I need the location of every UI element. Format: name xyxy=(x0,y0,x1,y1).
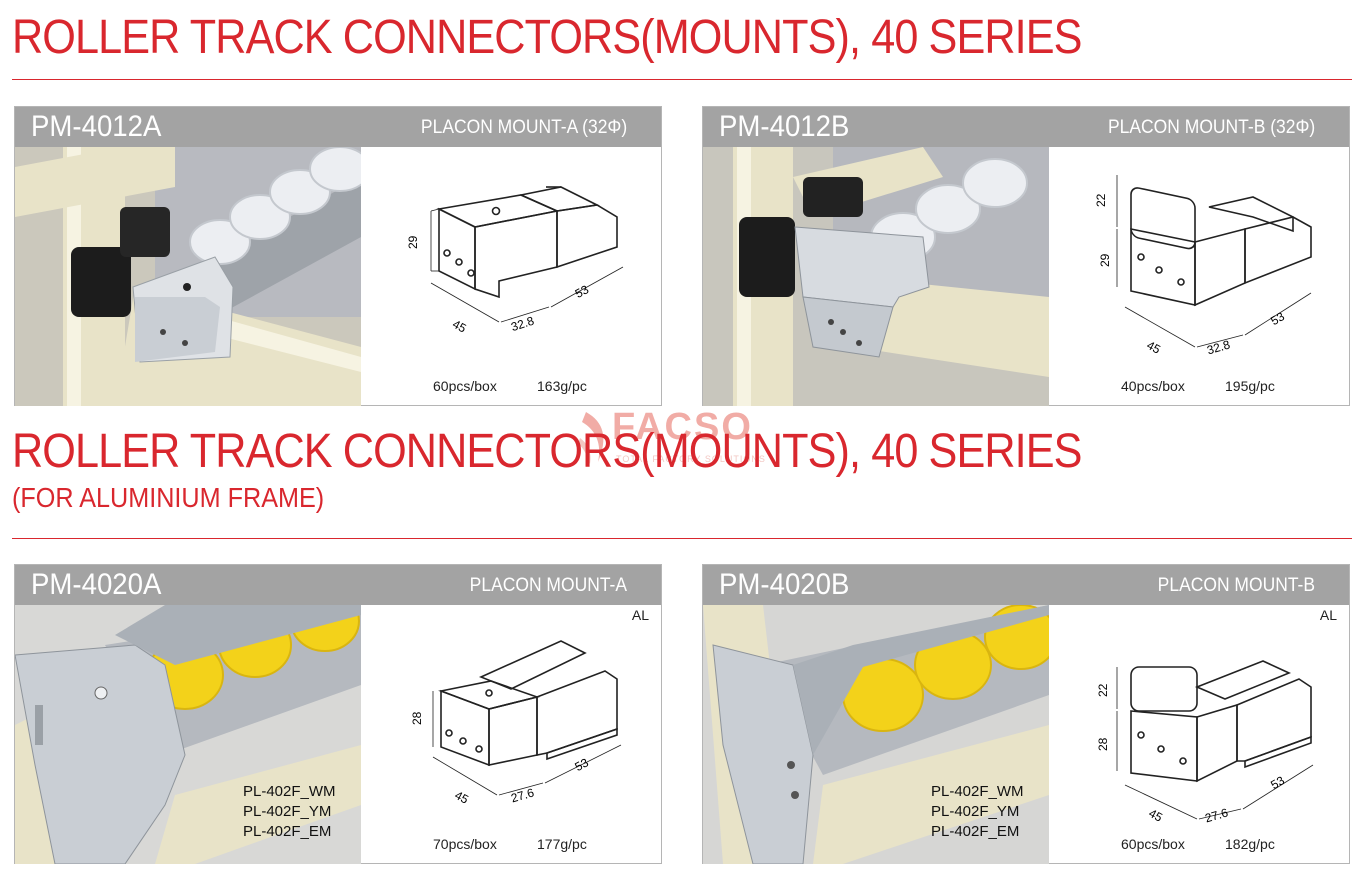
unit-weight: 177g/pc xyxy=(537,836,587,852)
compatible-part: PL-402F_YM xyxy=(931,803,1020,820)
product-photo xyxy=(703,605,1049,864)
dim-height: 29 xyxy=(1098,253,1112,267)
technical-drawing: 29 45 32.8 53 xyxy=(361,147,662,406)
section-divider xyxy=(12,538,1352,539)
product-name: PLACON MOUNT-B xyxy=(1157,575,1315,596)
product-code: PM-4020B xyxy=(719,568,850,601)
box-quantity: 60pcs/box xyxy=(433,378,497,394)
card-header: PM-4012B PLACON MOUNT-B (32Φ) xyxy=(703,107,1349,147)
dim-top: 22 xyxy=(1096,683,1110,697)
product-card-pm-4020a: PM-4020A PLACON MOUNT-A PL-402F_WM PL-40… xyxy=(14,564,662,864)
unit-weight: 182g/pc xyxy=(1225,836,1275,852)
box-quantity: 70pcs/box xyxy=(433,836,497,852)
compatible-parts-list: PL-402F_WM PL-402F_YM PL-402F_EM xyxy=(243,782,336,842)
technical-drawing: 22 28 45 27.6 53 xyxy=(1049,605,1350,864)
product-code: PM-4012B xyxy=(719,110,850,143)
product-name: PLACON MOUNT-A (32Φ) xyxy=(420,117,627,138)
compatible-parts-list: PL-402F_WM PL-402F_YM PL-402F_EM xyxy=(931,782,1024,842)
dim-length: 53 xyxy=(1268,309,1287,328)
compatible-part: PL-402F_WM xyxy=(931,783,1024,800)
dim-length: 53 xyxy=(572,755,591,774)
dim-mid: 27.6 xyxy=(1203,805,1230,825)
dim-width: 45 xyxy=(452,788,471,807)
box-quantity: 60pcs/box xyxy=(1121,836,1185,852)
dim-height: 28 xyxy=(410,711,424,725)
product-card-pm-4012a: PM-4012A PLACON MOUNT-A (32Φ) xyxy=(14,106,662,406)
material-label: AL xyxy=(1319,607,1337,623)
dim-length: 53 xyxy=(1268,773,1287,792)
technical-drawing: 22 29 45 32.8 53 xyxy=(1049,147,1350,406)
compatible-part: PL-402F_EM xyxy=(931,823,1020,840)
unit-weight: 195g/pc xyxy=(1225,378,1275,394)
box-quantity: 40pcs/box xyxy=(1121,378,1185,394)
card-header: PM-4020A PLACON MOUNT-A xyxy=(15,565,661,605)
dim-width: 45 xyxy=(450,317,469,336)
product-card-pm-4012b: PM-4012B PLACON MOUNT-B (32Φ) xyxy=(702,106,1350,406)
product-name: PLACON MOUNT-B (32Φ) xyxy=(1107,117,1315,138)
product-code: PM-4012A xyxy=(31,110,162,143)
compatible-part: PL-402F_WM xyxy=(243,783,336,800)
dim-mid: 27.6 xyxy=(509,785,536,805)
material-label: AL xyxy=(631,607,649,623)
product-code: PM-4020A xyxy=(31,568,162,601)
unit-weight: 163g/pc xyxy=(537,378,587,394)
product-photo xyxy=(15,605,361,864)
dim-width: 45 xyxy=(1146,806,1165,825)
card-header: PM-4020B PLACON MOUNT-B xyxy=(703,565,1349,605)
technical-drawing: 28 45 27.6 53 xyxy=(361,605,662,864)
dim-height: 28 xyxy=(1096,737,1110,751)
dim-height: 29 xyxy=(406,235,420,249)
dim-mid: 32.8 xyxy=(509,313,536,334)
dim-mid: 32.8 xyxy=(1205,337,1232,357)
section-title-steel: ROLLER TRACK CONNECTORS(MOUNTS), 40 SERI… xyxy=(12,11,1083,64)
compatible-part: PL-402F_EM xyxy=(243,823,332,840)
product-name: PLACON MOUNT-A xyxy=(469,575,627,596)
dim-length: 53 xyxy=(573,282,592,301)
section-title-aluminium: ROLLER TRACK CONNECTORS(MOUNTS), 40 SERI… xyxy=(12,425,1083,478)
dim-width: 45 xyxy=(1144,338,1163,357)
dim-top: 22 xyxy=(1094,193,1108,207)
compatible-part: PL-402F_YM xyxy=(243,803,332,820)
product-card-pm-4020b: PM-4020B PLACON MOUNT-B PL-402F_WM PL-40… xyxy=(702,564,1350,864)
section-divider xyxy=(12,79,1352,80)
product-photo xyxy=(15,147,361,406)
card-header: PM-4012A PLACON MOUNT-A (32Φ) xyxy=(15,107,661,147)
section-subtitle: (FOR ALUMINIUM FRAME) xyxy=(12,482,325,513)
product-photo xyxy=(703,147,1049,406)
